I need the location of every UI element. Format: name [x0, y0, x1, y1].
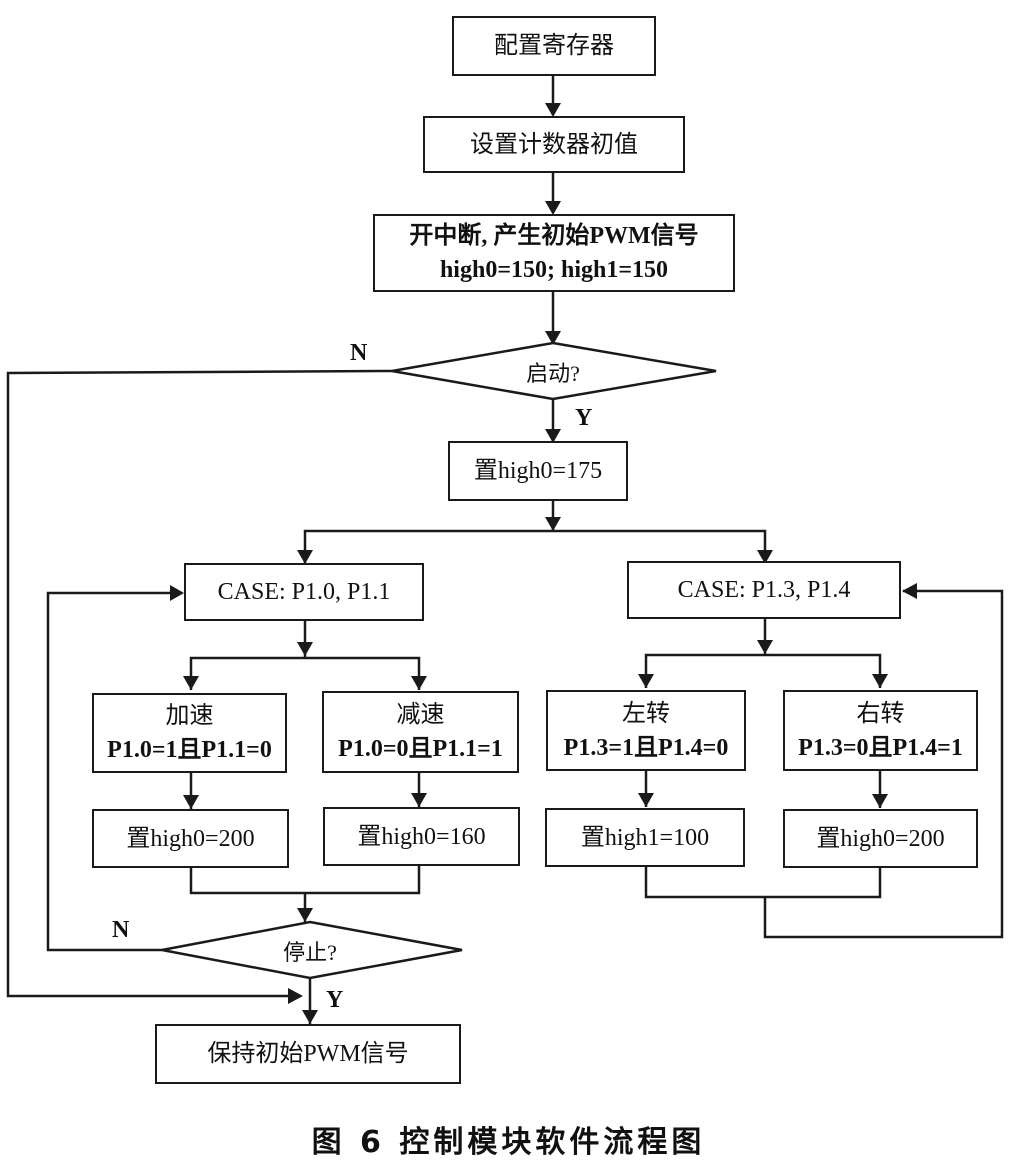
node-set-high0-200-left: 置high0=200	[92, 809, 289, 868]
start-yes-label: Y	[575, 405, 593, 431]
edge-case1-split	[189, 656, 421, 690]
arrow-head	[757, 640, 773, 654]
node-accelerate: 加速 P1.0=1且P1.1=0	[92, 693, 287, 773]
node-text: P1.3=1且P1.4=0	[563, 734, 729, 761]
arrow-head	[545, 331, 561, 345]
arrow-head	[545, 429, 561, 443]
node-set-counter-init: 设置计数器初值	[423, 116, 685, 173]
arrow-head	[545, 103, 561, 117]
node-text: 置high0=175	[473, 458, 603, 484]
arrow-head	[638, 793, 654, 807]
arrow-head	[411, 793, 427, 807]
arrow-head	[297, 908, 313, 922]
edge-right-loop	[763, 589, 1004, 939]
node-text: P1.3=0且P1.4=1	[798, 734, 963, 761]
node-text: P1.0=1且P1.1=0	[107, 737, 272, 763]
node-case-p10-p11: CASE: P1.0, P1.1	[184, 563, 424, 621]
stop-yes-label: Y	[326, 987, 344, 1013]
edge-right-merge	[644, 867, 882, 899]
edge-case2-split	[644, 653, 882, 688]
node-text: 右转	[856, 700, 905, 727]
node-text: 配置寄存器	[494, 33, 614, 59]
edge-left-merge	[189, 866, 421, 895]
edge-stop-no	[46, 591, 182, 952]
node-set-high0-160: 置high0=160	[323, 807, 520, 866]
stop-no-label: N	[112, 917, 130, 943]
edge-start-no	[6, 369, 393, 998]
arrow-head	[297, 642, 313, 656]
node-text: P1.0=0且P1.1=1	[338, 736, 503, 762]
node-case-p13-p14: CASE: P1.3, P1.4	[627, 561, 901, 619]
node-text: 置high0=160	[357, 823, 486, 850]
node-text: 减速	[396, 702, 445, 728]
edge-split	[303, 529, 767, 563]
node-config-registers: 配置寄存器	[452, 16, 656, 76]
arrow-head	[545, 201, 561, 215]
node-text: 加速	[165, 703, 214, 729]
arrow-head	[183, 676, 199, 690]
arrow-head	[902, 583, 917, 599]
node-text: 置high0=200	[816, 825, 945, 852]
arrow-head	[411, 676, 427, 690]
arrow-head	[288, 988, 303, 1004]
node-text: 左转	[622, 700, 670, 727]
node-set-high1-100: 置high1=100	[545, 808, 745, 867]
node-set-high0-200-right: 置high0=200	[783, 809, 978, 868]
node-decelerate: 减速 P1.0=0且P1.1=1	[322, 691, 519, 773]
figure-caption: 图 6 控制模块软件流程图	[311, 1125, 706, 1160]
arrow-head	[638, 674, 654, 688]
node-text: CASE: P1.3, P1.4	[677, 577, 851, 603]
node-text: CASE: P1.0, P1.1	[217, 579, 391, 605]
arrow-head	[297, 550, 313, 564]
node-text: 置high1=100	[580, 824, 710, 851]
node-text: 开中断, 产生初始PWM信号	[409, 223, 699, 249]
arrow-head	[757, 550, 773, 564]
stop-decision-label: 停止?	[283, 940, 337, 965]
node-text: 设置计数器初值	[470, 131, 638, 158]
node-enable-interrupt: 开中断, 产生初始PWM信号 high0=150; high1=150	[373, 214, 735, 292]
arrow-head	[872, 674, 888, 688]
arrow-head	[872, 794, 888, 808]
arrow-head	[302, 1010, 318, 1024]
node-keep-initial-pwm: 保持初始PWM信号	[155, 1024, 461, 1084]
node-turn-left: 左转 P1.3=1且P1.4=0	[546, 690, 746, 771]
start-no-label: N	[350, 340, 368, 366]
node-text: high0=150; high1=150	[439, 257, 669, 283]
node-text: 保持初始PWM信号	[207, 1041, 409, 1067]
node-text: 置high0=200	[126, 825, 255, 852]
arrow-head	[545, 517, 561, 531]
node-turn-right: 右转 P1.3=0且P1.4=1	[783, 690, 978, 771]
start-decision-label: 启动?	[526, 361, 580, 386]
node-set-high0-175: 置high0=175	[448, 441, 628, 501]
arrow-head	[183, 795, 199, 809]
arrow-head	[170, 585, 184, 601]
